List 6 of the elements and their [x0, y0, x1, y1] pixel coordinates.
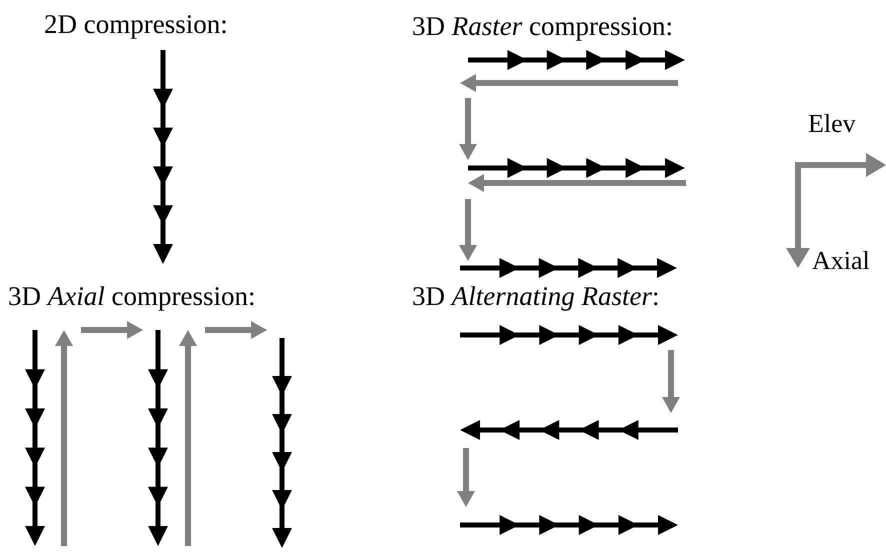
panel-heading: 3D Alternating Raster: — [412, 282, 660, 312]
axis-label: Axial — [812, 247, 870, 276]
panel-heading: 2D compression: — [44, 10, 228, 40]
panel-heading: 3D Raster compression: — [412, 12, 673, 42]
axis-label: Elev — [808, 110, 856, 139]
panel-heading: 3D Axial compression: — [8, 282, 256, 312]
